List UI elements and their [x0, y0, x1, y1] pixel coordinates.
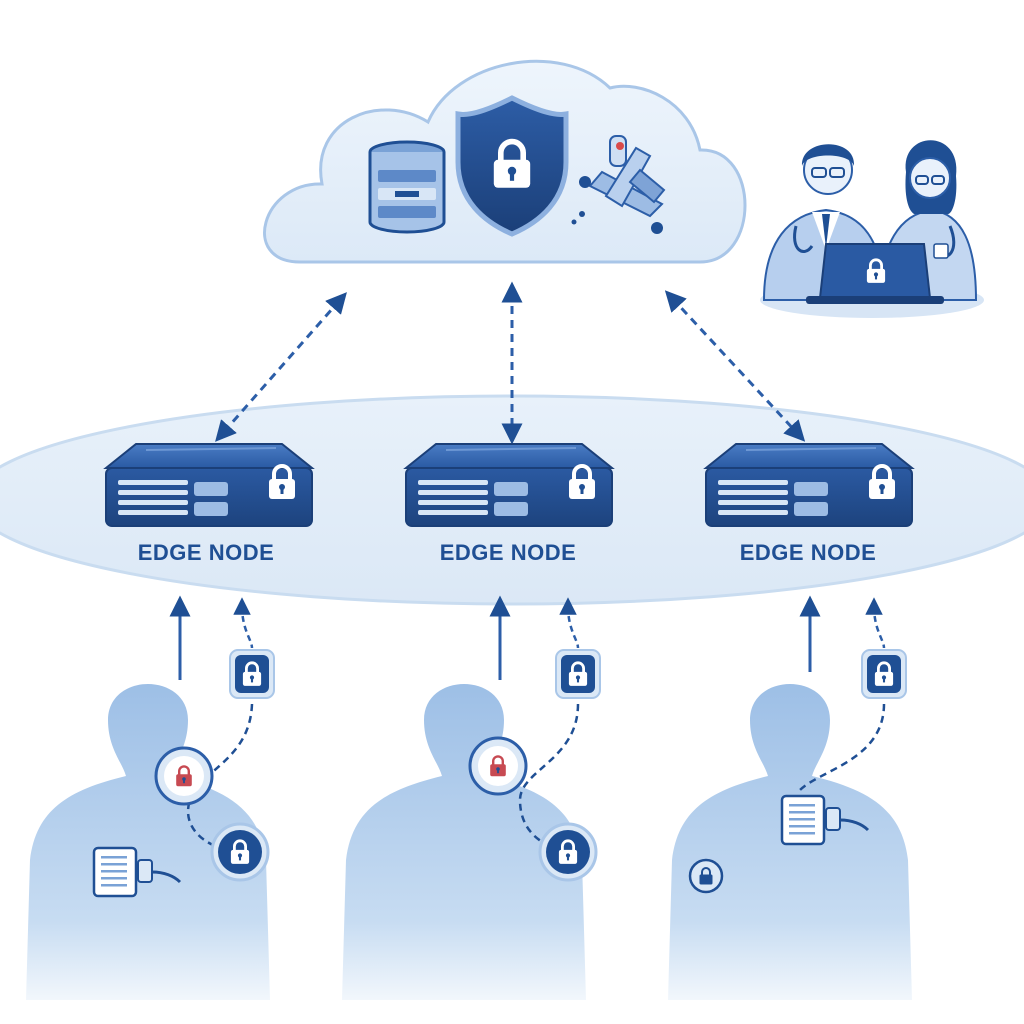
shield-lock-icon: [455, 95, 569, 237]
link-cloud-edge-3: [664, 290, 806, 442]
wearable-sensor-icon: [538, 822, 598, 882]
padlock-icon: [861, 649, 907, 699]
patient-silhouette-icon: [342, 597, 601, 1000]
edge-server-icon: [403, 443, 615, 527]
database-icon: [368, 140, 446, 234]
edge-node-label-1: EDGE NODE: [138, 540, 275, 565]
patient-edge-links: [169, 595, 821, 680]
wearable-sensor-icon: [154, 746, 214, 806]
wearable-sensor-icon: [210, 822, 270, 882]
link-cloud-edge-1: [215, 292, 347, 442]
wearable-sensor-icon: [92, 846, 182, 898]
wearable-sensor-icon: [780, 794, 870, 846]
edge-server-icon: [103, 443, 315, 527]
edge-server-icon: [703, 443, 915, 527]
edge-node-label-3: EDGE NODE: [740, 540, 877, 565]
padlock-icon: [229, 649, 275, 699]
wearable-sensor-icon: [688, 858, 724, 894]
clinician-pair-icon: [760, 140, 984, 318]
edge-node-group: [103, 443, 915, 527]
patient-silhouette-icon: [668, 597, 912, 1000]
wearable-sensor-icon: [468, 736, 528, 796]
medical-tools-icon: [571, 135, 666, 234]
patient-silhouette-icon: [26, 597, 275, 1000]
edge-node-label-2: EDGE NODE: [440, 540, 577, 565]
padlock-icon: [555, 649, 601, 699]
patient-group: [26, 597, 912, 1000]
cloud-edge-links: [215, 281, 806, 445]
